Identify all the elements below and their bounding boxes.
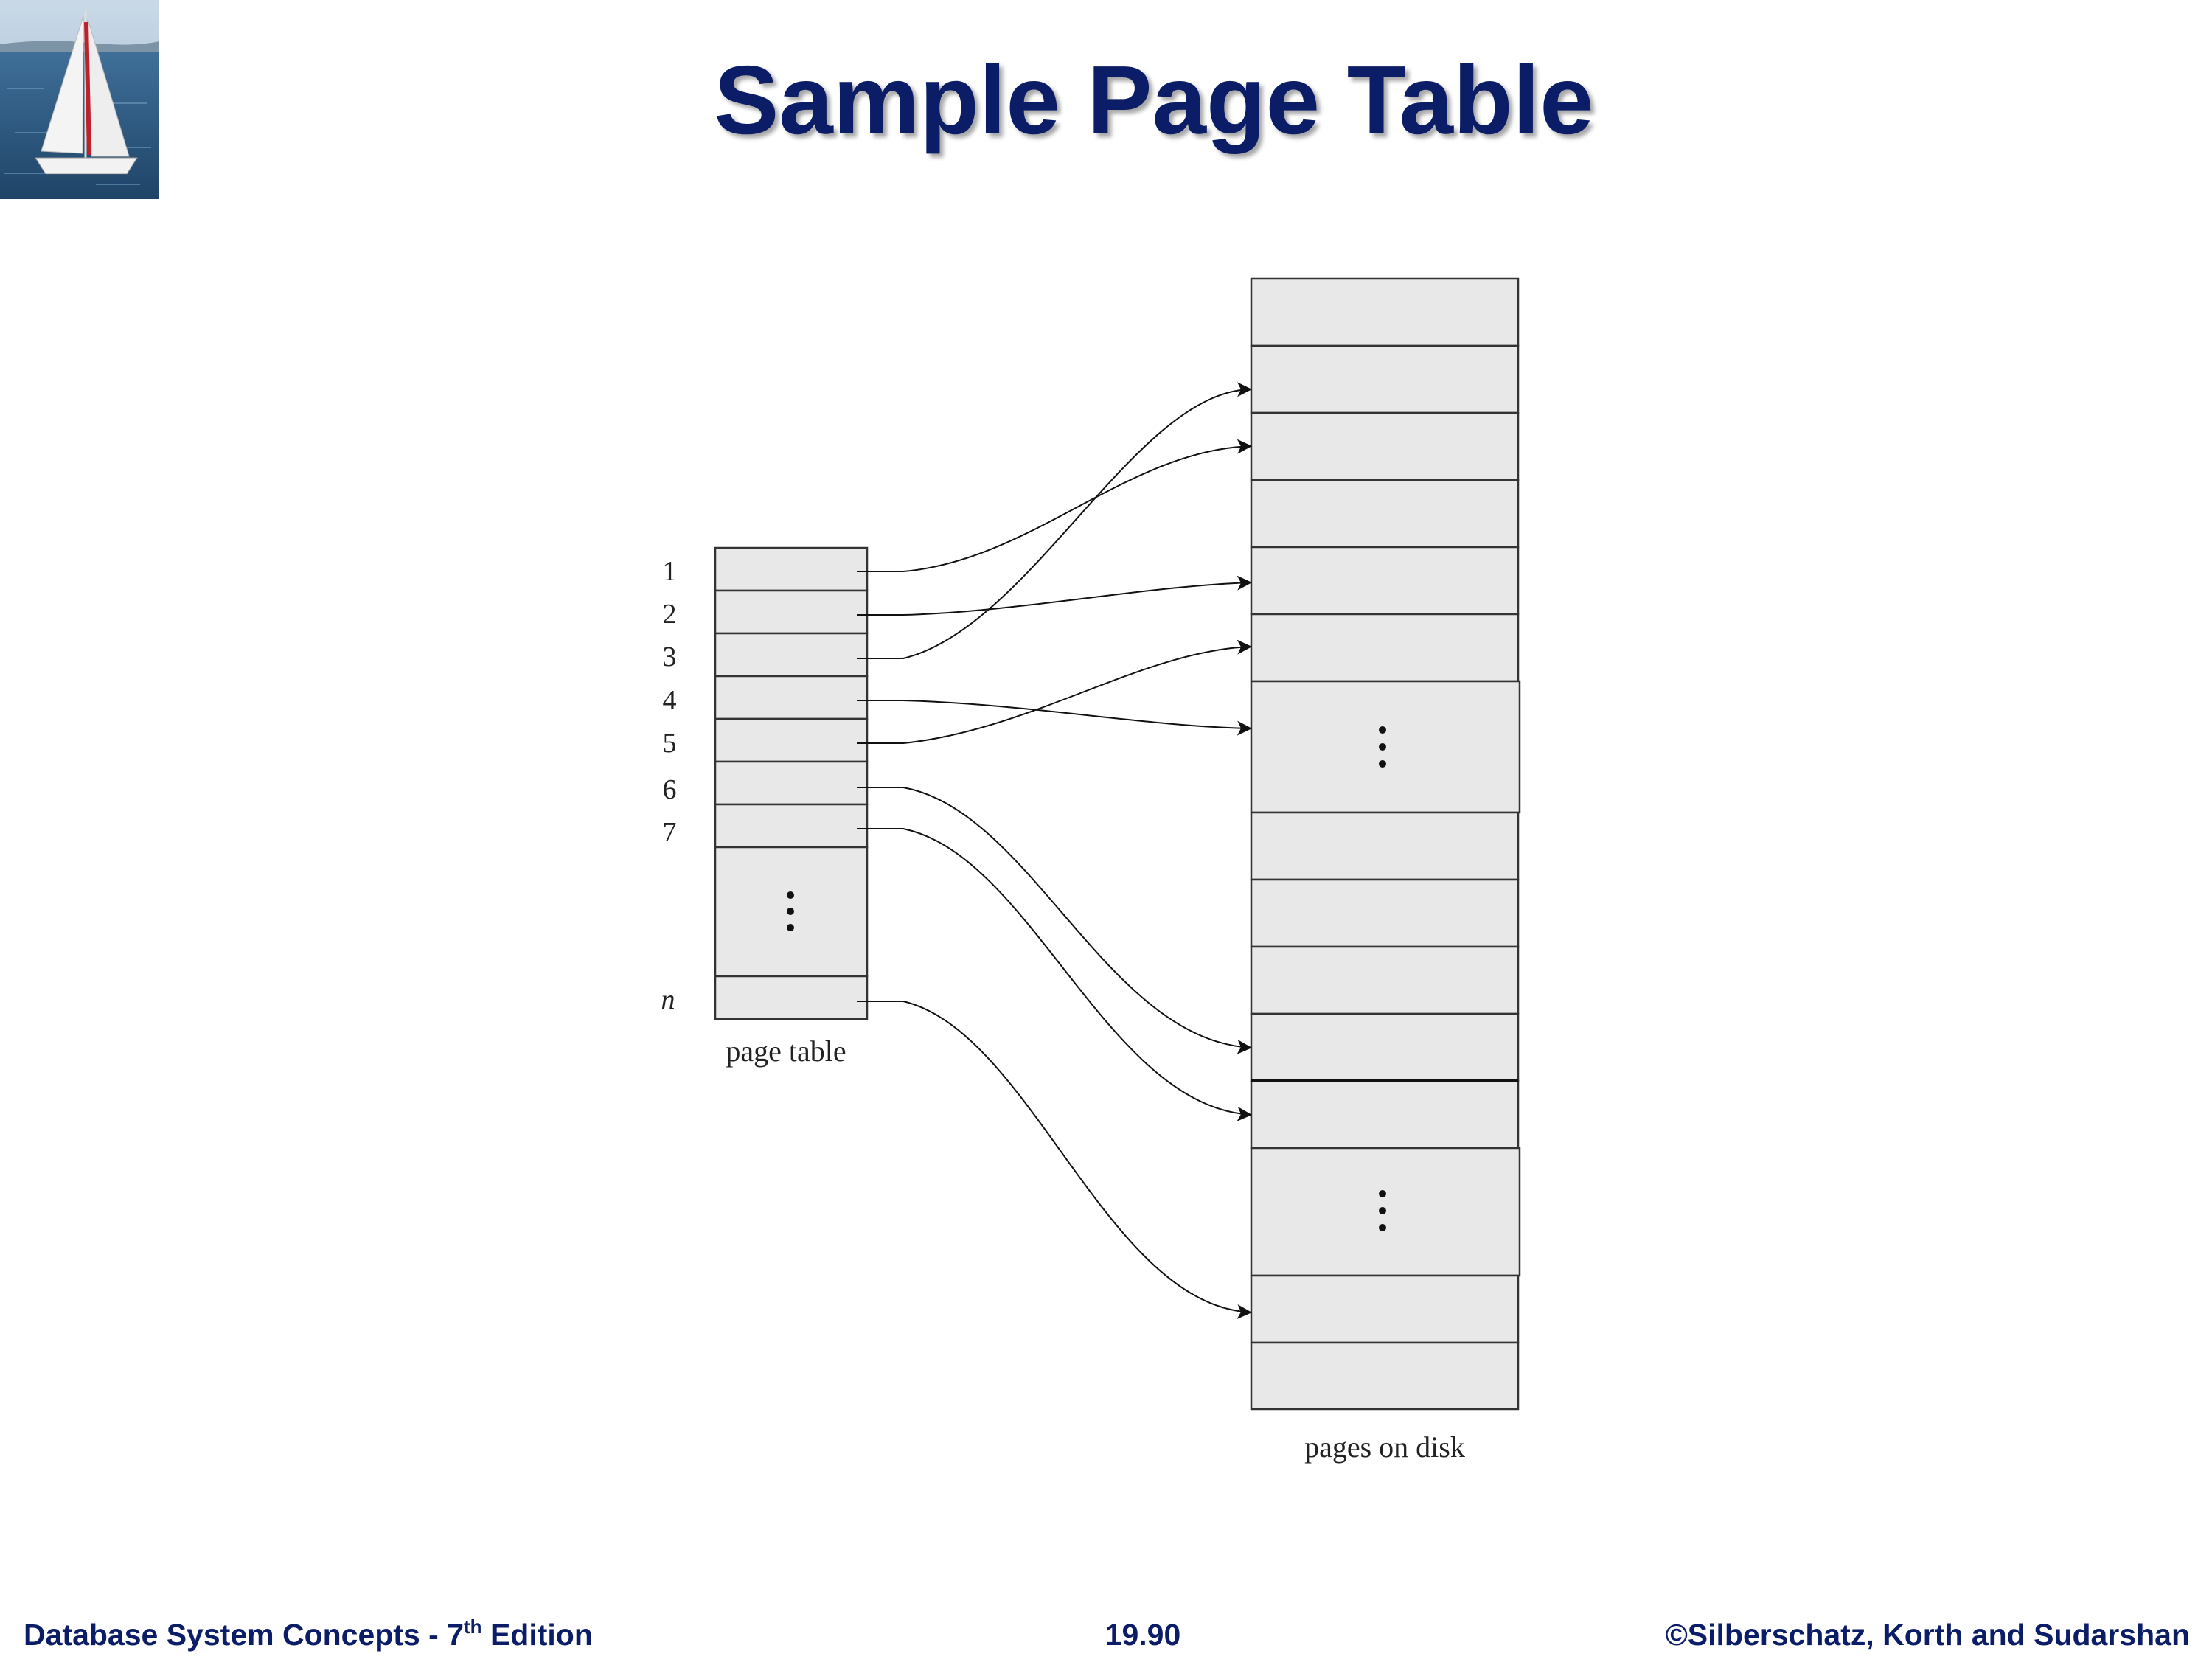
page-table-entry [714, 717, 869, 763]
disk-page [1250, 613, 1520, 683]
page-table-entry [714, 760, 869, 806]
sailboat-logo [0, 0, 159, 199]
row-label: 4 [663, 685, 677, 716]
footer-page-number: 19.90 [1105, 1618, 1181, 1652]
disk-page [1250, 945, 1520, 1015]
row-label: 6 [663, 774, 677, 805]
page-table-ellipsis [787, 891, 794, 931]
disk-page [1250, 479, 1520, 549]
disk-page [1250, 878, 1520, 948]
disk-page [1250, 1079, 1520, 1150]
disk-page [1250, 277, 1520, 347]
arrow-entry-2 [857, 575, 1252, 616]
disk-caption: pages on disk [1304, 1430, 1465, 1464]
disk-page [1250, 1341, 1520, 1411]
footer-book: Database System Concepts - 7 [24, 1618, 465, 1652]
row-label: 7 [663, 817, 677, 848]
page-table-entry [714, 803, 869, 849]
arrow-entry-4 [857, 700, 1252, 736]
arrow-entry-3 [857, 382, 1252, 659]
footer-copyright: ©Silberschatz, Korth and Sudarshan [1665, 1618, 2190, 1652]
page-table [714, 546, 869, 1020]
mapping-arrows [857, 382, 1252, 1319]
disk-page [1250, 411, 1520, 481]
page-table-entry [714, 675, 869, 720]
disk-page [1250, 546, 1520, 616]
row-label: 1 [663, 556, 677, 587]
disk-page [1250, 811, 1520, 881]
arrow-entry-n [857, 1001, 1252, 1319]
disk-pages [1250, 277, 1521, 1411]
footer-edition-word: Edition [481, 1618, 593, 1652]
row-label: 5 [663, 728, 677, 759]
footer-book-title: Database System Concepts - 7th Edition [24, 1615, 593, 1652]
slide-title: Sample Page Table [714, 46, 1594, 154]
disk-ellipsis [1379, 726, 1386, 1231]
page-table-caption: page table [726, 1034, 846, 1068]
row-label: 3 [663, 641, 677, 672]
row-label: n [661, 984, 675, 1015]
disk-page [1250, 1012, 1520, 1082]
arrow-entry-6 [857, 787, 1252, 1054]
row-label: 2 [663, 599, 677, 630]
arrow-entry-7 [857, 828, 1252, 1121]
disk-page [1250, 344, 1520, 414]
footer-edition-sup: th [464, 1615, 482, 1638]
page-table-entry [714, 632, 869, 678]
page-table-entry [714, 589, 869, 635]
arrow-entry-5 [857, 639, 1252, 744]
page-table-entry [714, 546, 869, 592]
page-table-entry [714, 975, 869, 1020]
arrow-entry-1 [857, 439, 1252, 572]
disk-page [1250, 1274, 1520, 1344]
row-labels: 1 2 3 4 5 6 7 n [661, 556, 677, 1015]
